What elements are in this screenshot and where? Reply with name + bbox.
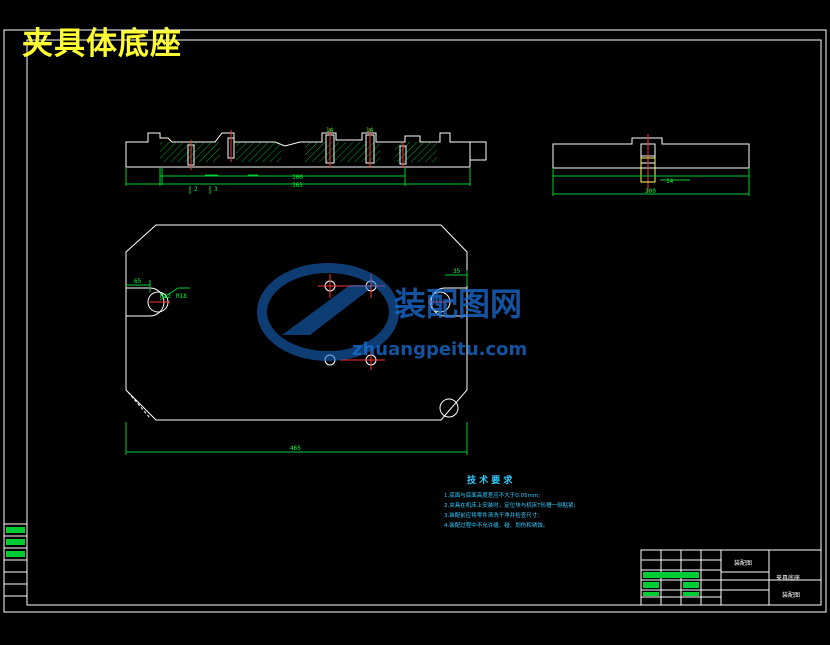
dim-plan-tab: 35 — [453, 268, 461, 275]
dim-side-slot: 14 — [666, 178, 674, 185]
title-block — [640, 549, 822, 606]
watermark-logo — [257, 263, 399, 361]
dim-plan-r1: R12 — [160, 293, 171, 300]
tech-item-2: 2.夹具在机床上安装时，定位块与机床T形槽一侧贴紧; — [444, 501, 576, 509]
tech-heading: 技 术 要 求 — [467, 474, 513, 486]
dim-side-width: 200 — [645, 188, 656, 195]
dim-plan-left: 65 — [134, 278, 142, 285]
tb-part-name: 夹具底座 — [776, 574, 800, 582]
inner-border — [26, 39, 822, 606]
watermark-url: zhuangpeitu.com — [352, 339, 527, 360]
tech-item-4: 4.装配过程中不允许磕、碰、划伤和锈蚀。 — [444, 521, 548, 529]
dim-plan-width: 465 — [290, 445, 301, 452]
dim-plan-r2: R18 — [176, 293, 187, 300]
dim-front-b: 3 — [214, 186, 218, 193]
tech-item-1: 1.底面与底面高度差应不大于0.05mm; — [444, 491, 540, 499]
page-title: 夹具体底座 — [22, 26, 182, 62]
plan-view — [125, 224, 468, 455]
side-stamp — [3, 523, 28, 597]
dim-front-total: 365 — [292, 182, 303, 189]
watermark-brand: 装配图网 — [394, 285, 522, 323]
side-view — [552, 134, 750, 196]
dim-front-a: 2 — [194, 186, 198, 193]
dim-front-slot-1: 14 — [326, 127, 334, 134]
tech-item-3: 3.装配前应将零件清洗干净并检查尺寸; — [444, 511, 539, 519]
dim-front-inner: 300 — [292, 174, 303, 181]
outer-border — [3, 29, 827, 613]
dim-front-slot-2: 14 — [366, 127, 374, 134]
tb-drawing-type: 装配图 — [734, 559, 752, 567]
tb-sheet-label: 装配图 — [782, 591, 800, 599]
front-section-view — [125, 128, 487, 194]
